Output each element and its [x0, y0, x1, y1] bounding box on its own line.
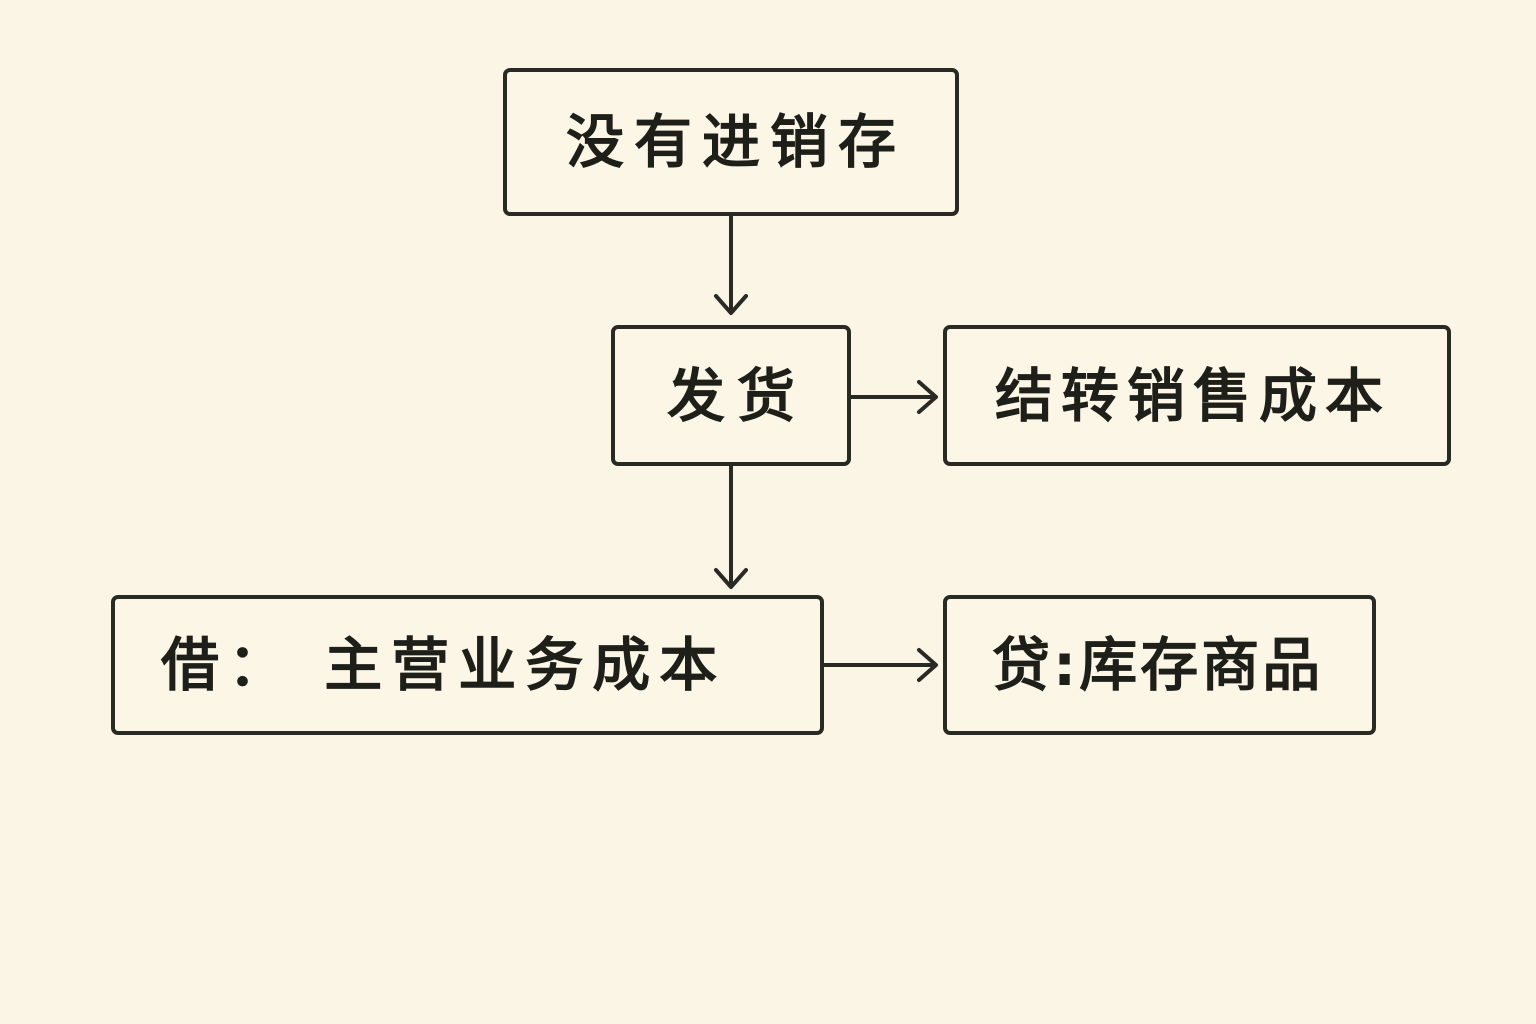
node-no-inventory-system: 没有进销存: [503, 68, 959, 216]
node-ship-goods: 发货: [611, 325, 851, 466]
node-credit-inventory-goods: 贷:库存商品: [943, 595, 1376, 735]
node-debit-main-business-cost: 借： 主营业务成本: [111, 595, 824, 735]
arrow-debit-to-credit: [822, 648, 938, 682]
node-transfer-sales-cost: 结转销售成本: [943, 325, 1451, 466]
node-debit-main-business-cost-label: 借： 主营业务成本: [161, 631, 727, 699]
node-credit-inventory-goods-label: 贷:库存商品: [992, 631, 1324, 699]
arrow-ship-to-transfer: [849, 380, 938, 414]
arrow-ship-to-debit: [714, 464, 748, 589]
arrow-top-to-ship: [714, 214, 748, 315]
node-no-inventory-system-label: 没有进销存: [565, 108, 906, 176]
node-ship-goods-label: 发货: [666, 361, 807, 430]
node-transfer-sales-cost-label: 结转销售成本: [995, 361, 1392, 430]
